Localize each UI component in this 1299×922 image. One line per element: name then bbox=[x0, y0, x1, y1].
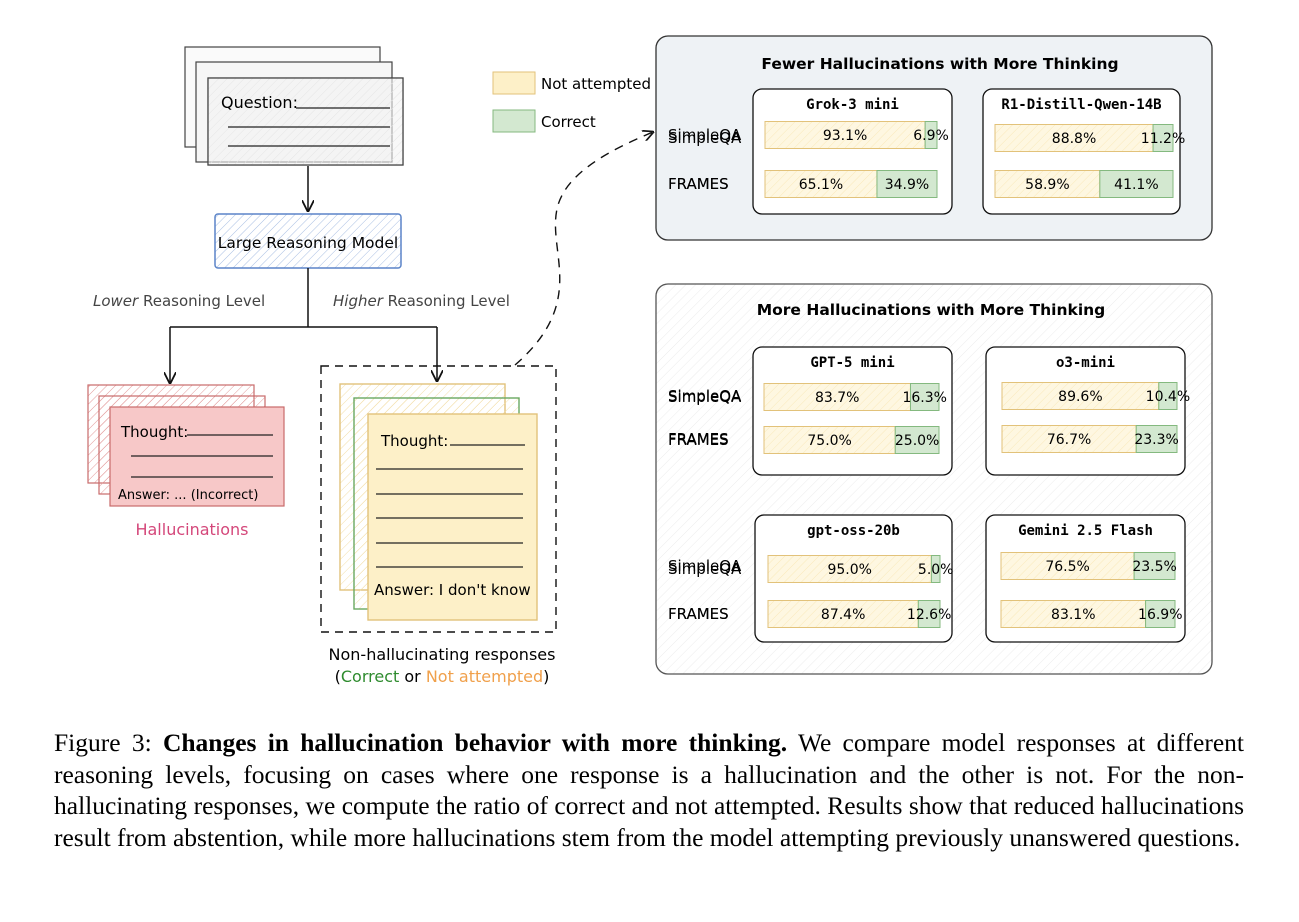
nonhall-thought-label: Thought: bbox=[380, 432, 448, 450]
row-label-p1m2-r0: SimpleQA bbox=[668, 560, 742, 578]
value-not-attempted-p1m3-r1: 83.1% bbox=[1051, 607, 1095, 623]
value-not-attempted-p1m0-r1: 75.0% bbox=[807, 433, 851, 449]
row-label-p1m1-r1: FRAMES bbox=[668, 430, 729, 448]
value-not-attempted-p1m1-r0: 89.6% bbox=[1058, 389, 1102, 405]
branch-connector bbox=[170, 268, 437, 383]
bar-not-attempted-fill-p1m3-r1 bbox=[1000, 600, 1147, 628]
bar-not-attempted-fill-p0m1-r1 bbox=[994, 170, 1101, 198]
value-not-attempted-p1m0-r0: 83.7% bbox=[815, 390, 859, 406]
value-not-attempted-p0m1-r1: 58.9% bbox=[1025, 177, 1069, 193]
bar-correct-p1m0-r1 bbox=[894, 426, 940, 454]
value-correct-p1m2-r1: 12.6% bbox=[907, 607, 951, 623]
bar-correct-p1m2-r0 bbox=[930, 555, 941, 583]
value-correct-p1m3-r0: 23.5% bbox=[1132, 559, 1176, 575]
bar-not-attempted-fill-p1m2-r0 bbox=[767, 555, 932, 583]
value-correct-p0m1-r1: 41.1% bbox=[1114, 177, 1158, 193]
caption-bold: Changes in hallucination behavior with m… bbox=[162, 728, 788, 757]
bar-correct-p1m2-r1 bbox=[917, 600, 941, 628]
higher-reasoning-label: Higher Reasoning Level bbox=[333, 292, 510, 310]
value-not-attempted-p1m3-r0: 76.5% bbox=[1045, 559, 1089, 575]
row-label-p1m2-r1: FRAMES bbox=[668, 605, 729, 623]
row-label-p1m3-r0: SimpleQA bbox=[668, 557, 742, 575]
legend: Not attempted Correct bbox=[492, 71, 651, 133]
model-label: Large Reasoning Model bbox=[218, 234, 398, 252]
model-name-p1m3: Gemini 2.5 Flash bbox=[1018, 523, 1153, 539]
model-box: Large Reasoning Model bbox=[214, 213, 402, 269]
row-label-p0m1-r1: FRAMES bbox=[668, 175, 729, 193]
value-not-attempted-p0m0-r1: 65.1% bbox=[799, 177, 843, 193]
dashed-arrow-to-panel bbox=[514, 132, 653, 366]
legend-correct: Correct bbox=[541, 113, 596, 131]
value-correct-p0m0-r0: 6.9% bbox=[913, 128, 949, 144]
value-correct-p1m3-r1: 16.9% bbox=[1138, 607, 1182, 623]
row-label-p0m0-r1: FRAMES bbox=[668, 175, 729, 193]
hallucination-thought-label: Thought: bbox=[120, 423, 188, 441]
model-name-p1m1: o3-mini bbox=[1056, 355, 1115, 371]
bar-not-attempted-fill-p0m1-r0 bbox=[994, 124, 1154, 152]
value-not-attempted-p0m1-r0: 88.8% bbox=[1052, 131, 1096, 147]
bar-not-attempted-fill-p1m1-r0 bbox=[1001, 382, 1160, 410]
value-not-attempted-p1m2-r0: 95.0% bbox=[827, 562, 871, 578]
answer-idk: Answer: I don't know bbox=[374, 581, 531, 599]
row-label-p0m0-r0: SimpleQA bbox=[668, 126, 742, 144]
bar-not-attempted-fill-p1m0-r0 bbox=[763, 383, 911, 411]
model-name-p0m0: Grok-3 mini bbox=[806, 97, 899, 113]
question-stack: Question: bbox=[184, 46, 404, 166]
legend-not-attempted: Not attempted bbox=[541, 75, 651, 93]
bar-correct-p1m3-r0 bbox=[1133, 552, 1176, 580]
panel-more-title: More Hallucinations with More Thinking bbox=[757, 301, 1106, 319]
nonhall-sublabel: (Correct or Not attempted) bbox=[335, 667, 550, 686]
nonhall-stack: Thought: Answer: I don't know bbox=[339, 383, 538, 621]
value-correct-p1m1-r1: 23.3% bbox=[1134, 432, 1178, 448]
value-correct-p0m1-r0: 11.2% bbox=[1141, 131, 1185, 147]
row-label-p1m3-r1: FRAMES bbox=[668, 605, 729, 623]
bar-correct-p0m0-r1 bbox=[876, 170, 938, 198]
lower-reasoning-label: Lower Reasoning Level bbox=[93, 292, 265, 310]
figure-diagram: Question: Large Reasoning Model Lower Re… bbox=[87, 35, 1213, 686]
row-label-p1m0-r1: FRAMES bbox=[668, 431, 729, 449]
hallucinations-label: Hallucinations bbox=[135, 520, 248, 539]
answer-incorrect: Answer: ... (Incorrect) bbox=[118, 488, 258, 503]
value-not-attempted-p0m0-r0: 93.1% bbox=[823, 128, 867, 144]
model-name-p1m2: gpt-oss-20b bbox=[807, 523, 900, 539]
value-correct-p1m1-r0: 10.4% bbox=[1146, 389, 1190, 405]
row-label-p0m1-r0: SimpleQA bbox=[668, 129, 742, 147]
bar-correct-p0m1-r0 bbox=[1152, 124, 1174, 152]
question-label: Question: bbox=[221, 93, 298, 112]
bar-not-attempted-fill-p0m0-r1 bbox=[764, 170, 878, 198]
legend-swatch-correct bbox=[492, 109, 536, 133]
panel-fewer-title: Fewer Hallucinations with More Thinking bbox=[761, 55, 1118, 73]
value-not-attempted-p1m2-r1: 87.4% bbox=[821, 607, 865, 623]
bar-not-attempted-fill-p0m0-r0 bbox=[764, 121, 926, 149]
bar-correct-p0m0-r0 bbox=[924, 121, 938, 149]
legend-swatch-not-attempted bbox=[492, 71, 536, 95]
bar-correct-p1m1-r1 bbox=[1135, 425, 1178, 453]
bar-not-attempted-fill-p1m3-r0 bbox=[1000, 552, 1135, 580]
value-not-attempted-p1m1-r1: 76.7% bbox=[1047, 432, 1091, 448]
nonhall-label: Non-hallucinating responses bbox=[329, 645, 556, 664]
bar-correct-p0m1-r1 bbox=[1099, 170, 1174, 198]
value-correct-p0m0-r1: 34.9% bbox=[885, 177, 929, 193]
bar-correct-p1m0-r0 bbox=[909, 383, 940, 411]
bar-correct-p1m1-r0 bbox=[1158, 382, 1178, 410]
model-name-p1m0: GPT-5 mini bbox=[810, 355, 894, 371]
nonhall-dashed-frame bbox=[320, 365, 557, 633]
caption-prefix: Figure 3: bbox=[54, 728, 163, 757]
value-correct-p1m0-r1: 25.0% bbox=[895, 433, 939, 449]
row-label-p1m0-r0: SimpleQA bbox=[668, 388, 742, 406]
row-label-p1m1-r0: SimpleQA bbox=[668, 387, 742, 405]
value-correct-p1m0-r0: 16.3% bbox=[902, 390, 946, 406]
figure-caption: Figure 3: Changes in hallucination behav… bbox=[54, 727, 1244, 853]
bar-correct-p1m3-r1 bbox=[1145, 600, 1176, 628]
value-correct-p1m2-r0: 5.0% bbox=[918, 562, 954, 578]
model-name-p0m1: R1-Distill-Qwen-14B bbox=[1001, 97, 1161, 113]
bar-not-attempted-fill-p1m2-r1 bbox=[767, 600, 919, 628]
caption-text: We compare model responses at different … bbox=[54, 728, 1244, 852]
hallucination-stack: Thought: Answer: ... (Incorrect) bbox=[87, 384, 285, 507]
